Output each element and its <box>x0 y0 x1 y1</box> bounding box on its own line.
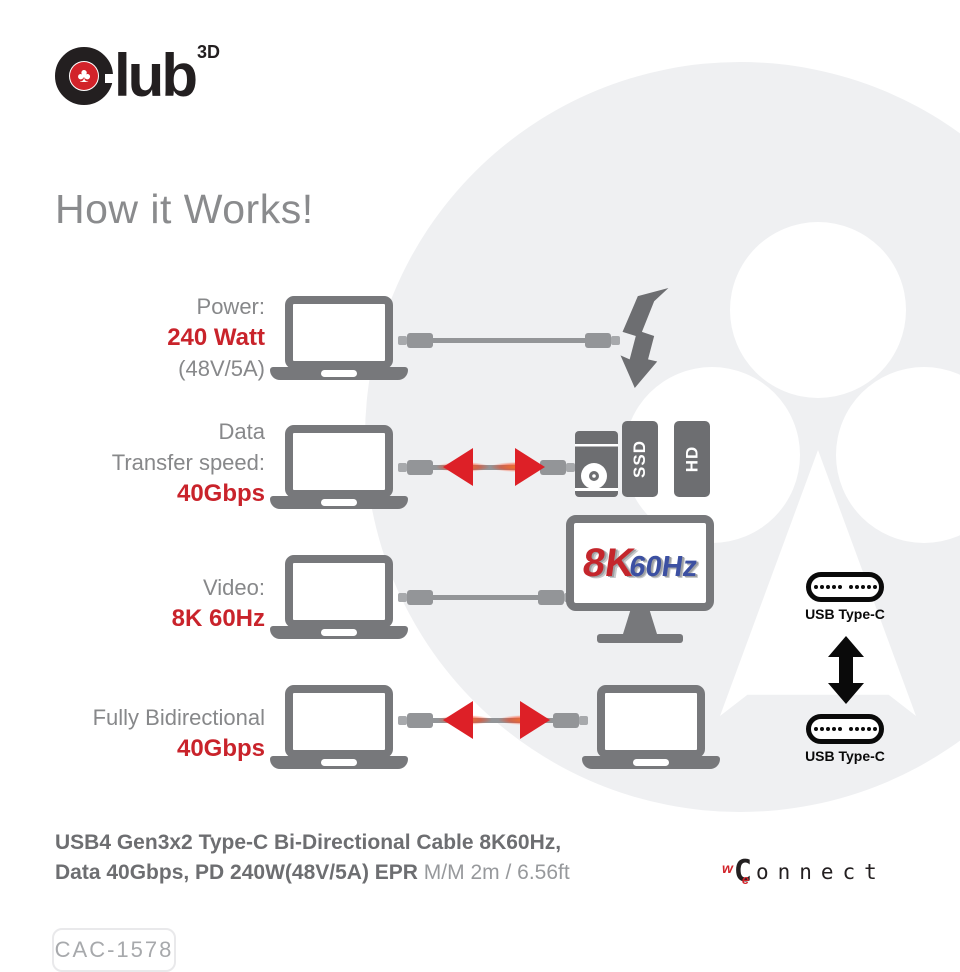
usb-type-c-label: USB Type-C <box>805 748 885 764</box>
usb-cable-icon <box>398 320 620 360</box>
lightning-bolt-icon <box>620 288 669 388</box>
product-title-line2-bold: Data 40Gbps, PD 240W(48V/5A) EPR <box>55 861 418 884</box>
sku-badge: CAC-1578 <box>52 928 176 972</box>
watermark-club-leaf-top <box>730 222 906 398</box>
club3d-logo: ♣ lub 3D <box>55 40 220 112</box>
page-title: How it Works! <box>55 186 314 232</box>
bidirectional-cable-icon <box>398 447 575 487</box>
laptop-icon <box>270 296 408 380</box>
bidirectional-label: Fully Bidirectional <box>92 705 265 730</box>
ssd-icon: SSD <box>622 421 658 497</box>
red-arrow-right-icon <box>515 448 545 486</box>
usb-type-c-label: USB Type-C <box>805 606 885 622</box>
data-label-line1: Data <box>218 419 265 444</box>
video-row-label: Video: 8K 60Hz <box>172 572 265 634</box>
red-arrow-left-icon <box>443 448 473 486</box>
laptop-icon <box>270 555 408 639</box>
double-arrow-icon <box>828 636 864 704</box>
power-row-label: Power: 240 Watt (48V/5A) <box>167 291 265 384</box>
power-detail: (48V/5A) <box>178 356 265 381</box>
usb-type-c-connector-icon <box>806 572 884 602</box>
power-label: Power: <box>196 294 265 319</box>
logo-3d-superscript: 3D <box>196 42 220 62</box>
video-value: 8K 60Hz <box>171 605 265 632</box>
hd-icon: HD <box>674 421 710 497</box>
product-title-line1: USB4 Gen3x2 Type-C Bi-Directional Cable … <box>55 831 562 854</box>
laptop-icon <box>270 685 408 769</box>
bidirectional-row-label: Fully Bidirectional 40Gbps <box>93 702 265 764</box>
product-title-line2-light: M/M 2m / 6.56ft <box>417 861 570 884</box>
red-arrow-left-icon <box>443 701 473 739</box>
usb-type-c-connector-icon <box>806 714 884 744</box>
data-row-label: Data Transfer speed: 40Gbps <box>112 416 265 509</box>
data-value: 40Gbps <box>176 480 265 507</box>
usb-cable-icon <box>398 577 573 617</box>
power-value: 240 Watt <box>167 324 265 351</box>
laptop-icon <box>270 425 408 509</box>
logo-word: lub <box>114 42 198 109</box>
bidirectional-value: 40Gbps <box>176 735 265 762</box>
data-label-line2: Transfer speed: <box>111 450 265 475</box>
video-label: Video: <box>203 575 265 600</box>
product-title-line2: Data 40Gbps, PD 240W(48V/5A) EPR M/M 2m … <box>55 861 570 885</box>
club-suit-icon: ♣ <box>70 62 98 90</box>
laptop-icon <box>582 685 720 769</box>
hard-drive-icon <box>575 431 618 497</box>
bidirectional-cable-icon <box>398 700 588 740</box>
logo-c-ring: ♣ <box>55 47 114 105</box>
red-arrow-right-icon <box>520 701 550 739</box>
